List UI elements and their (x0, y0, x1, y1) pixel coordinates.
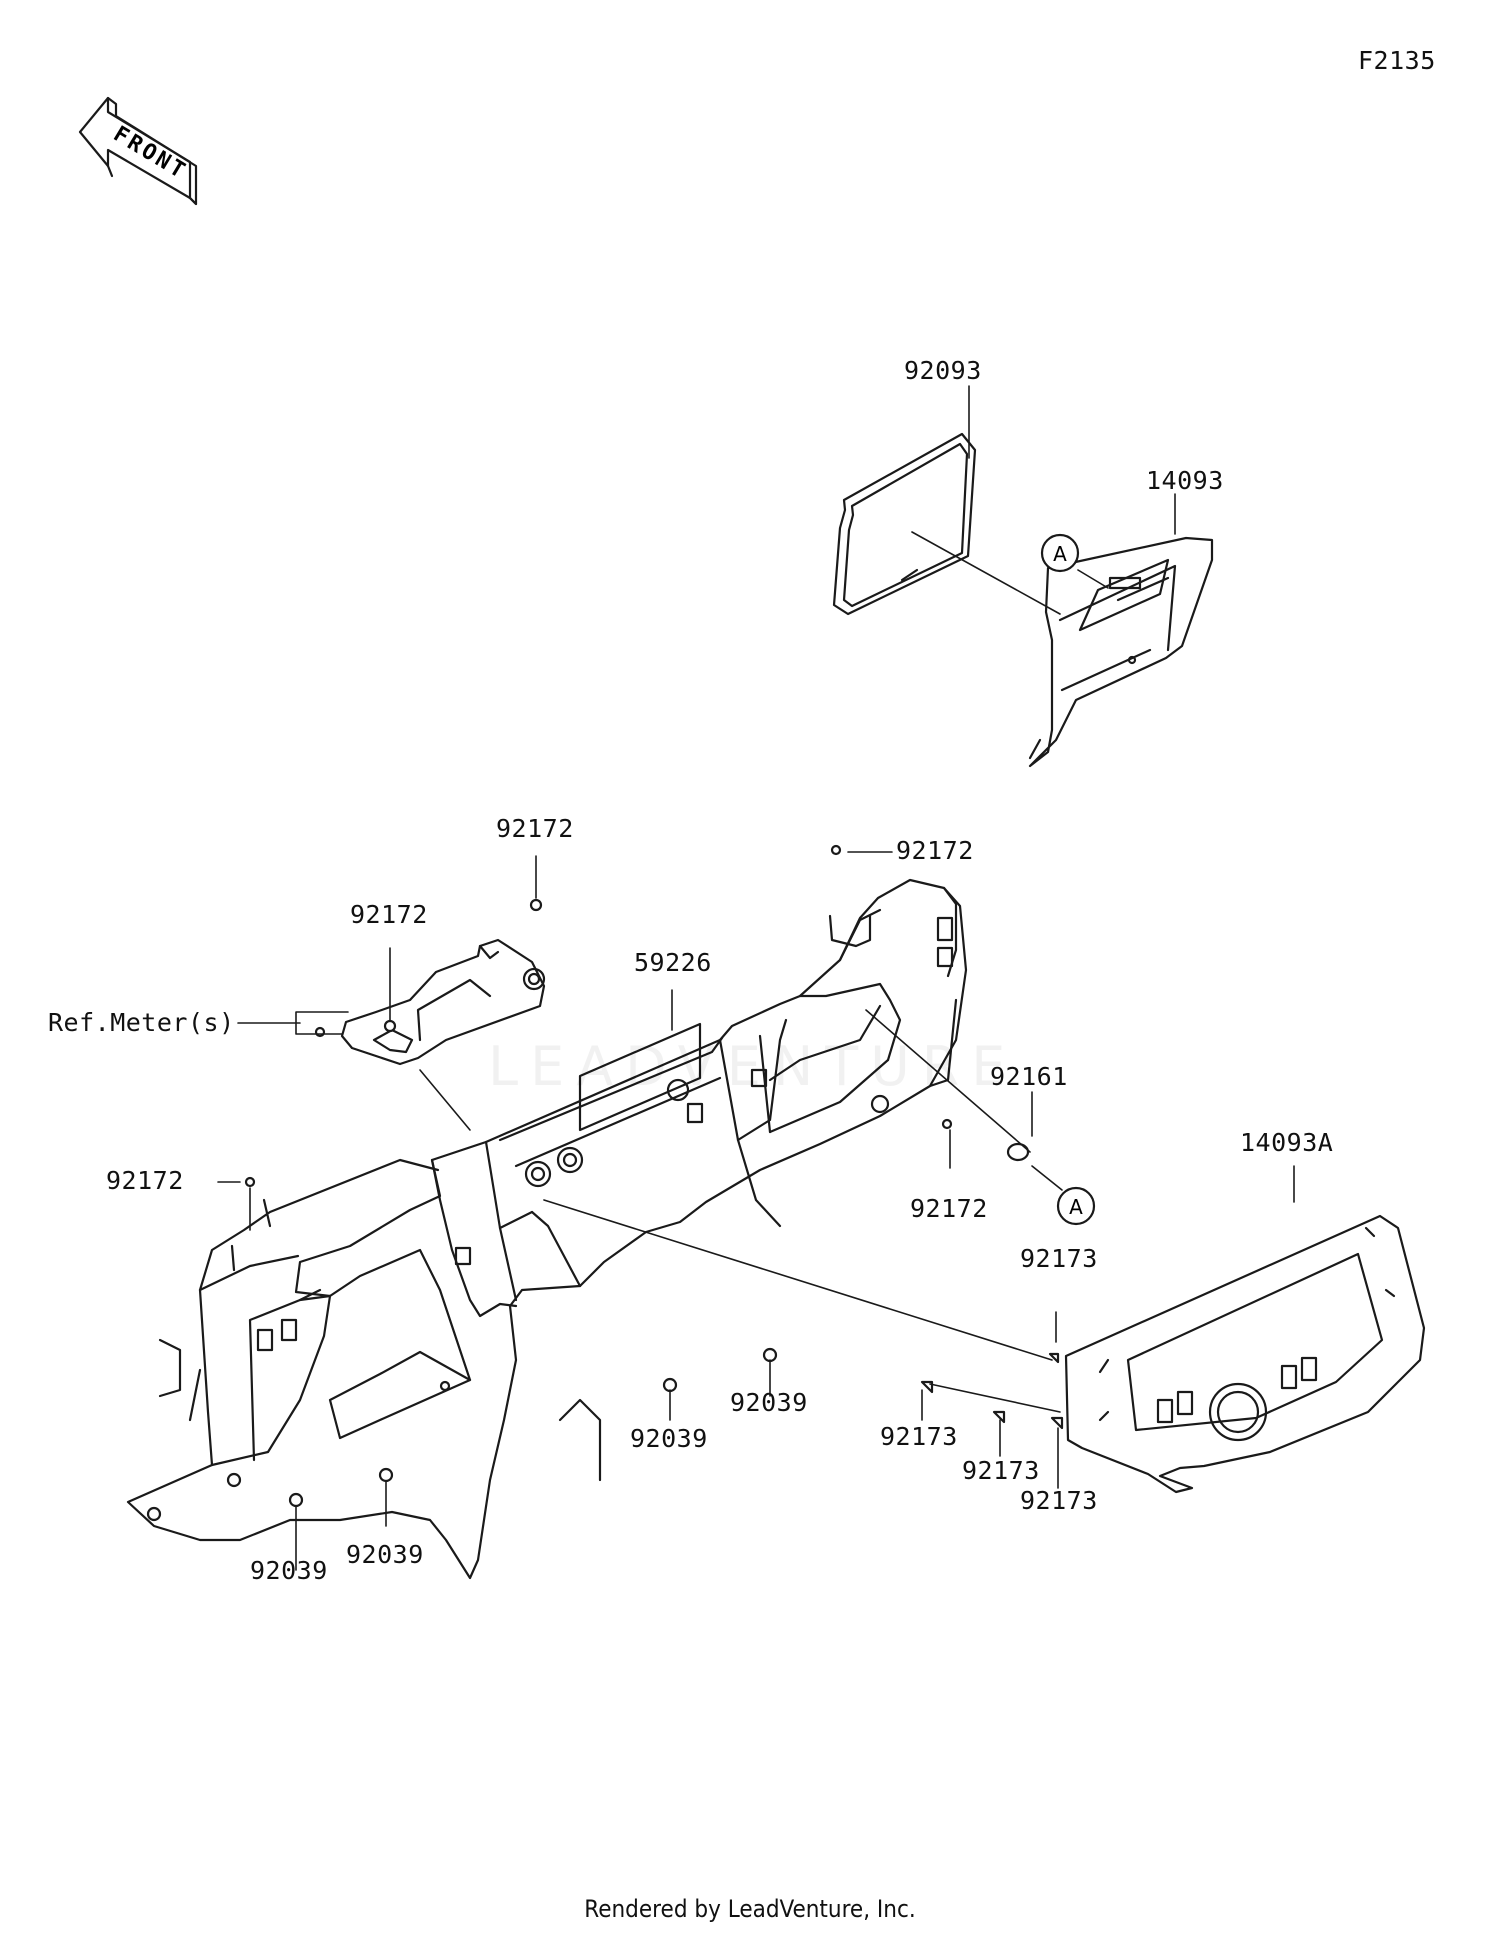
part-label-92161: 92161 (990, 1062, 1068, 1091)
part-label-92173-a: 92173 (1020, 1244, 1098, 1273)
dashboard-59226 (126, 878, 968, 1580)
part-label-92173-c: 92173 (962, 1456, 1040, 1485)
diagram-code: F2135 (1358, 46, 1436, 75)
part-label-92039-b: 92039 (630, 1424, 708, 1453)
part-label-92172-d: 92172 (910, 1194, 988, 1223)
leader-lines (217, 385, 1295, 1571)
part-label-92172-a: 92172 (496, 814, 574, 843)
part-label-92093: 92093 (904, 356, 982, 385)
part-label-92172-c: 92172 (350, 900, 428, 929)
part-label-92172-e: 92172 (106, 1166, 184, 1195)
part-label-92039-a: 92039 (730, 1388, 808, 1417)
panel-14093a (1064, 1214, 1426, 1494)
part-label-14093a: 14093A (1240, 1128, 1334, 1157)
front-arrow-icon (78, 96, 198, 206)
part-label-92173-b: 92173 (880, 1422, 958, 1451)
callout-a-bottom: A (1069, 1195, 1083, 1219)
part-label-59226: 59226 (634, 948, 712, 977)
part-label-92173-d: 92173 (1020, 1486, 1098, 1515)
part-label-14093: 14093 (1146, 466, 1224, 495)
ref-meter-label: Ref.Meter(s) (48, 1008, 235, 1037)
gasket-92093 (832, 432, 977, 616)
cover-14093 (1028, 536, 1214, 768)
watermark: LEADVENTURE (488, 1035, 1018, 1098)
part-label-92172-b: 92172 (896, 836, 974, 865)
footer-credit: Rendered by LeadVenture, Inc. (584, 1895, 916, 1923)
part-label-92039-d: 92039 (250, 1556, 328, 1585)
meter-bracket (340, 938, 546, 1066)
part-label-92039-c: 92039 (346, 1540, 424, 1569)
callout-a-top: A (1053, 542, 1067, 566)
